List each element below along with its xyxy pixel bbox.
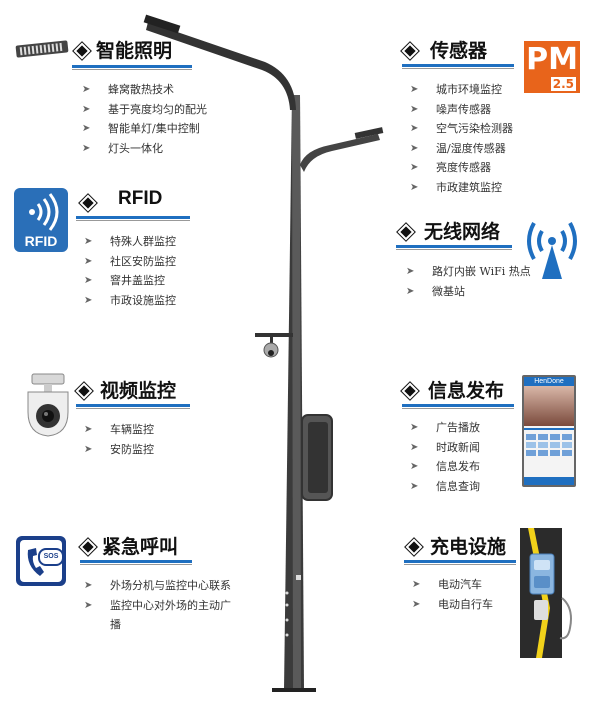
charging-station-icon bbox=[520, 528, 572, 658]
arrow-icon: ➤ bbox=[410, 142, 419, 154]
list-item: ➤空气污染检测器 bbox=[410, 119, 513, 139]
arrow-icon: ➤ bbox=[84, 294, 93, 306]
arrow-icon: ➤ bbox=[82, 123, 91, 134]
arrow-icon: ➤ bbox=[410, 123, 419, 134]
sos-phone-icon: SOS bbox=[16, 536, 66, 586]
title-underline bbox=[404, 560, 516, 565]
list-item: ➤时政新闻 bbox=[410, 438, 480, 458]
list-item: ➤信息发布 bbox=[410, 457, 480, 477]
list-item: ➤市政建筑监控 bbox=[410, 178, 513, 198]
title-underline bbox=[76, 216, 190, 221]
arrow-icon: ➤ bbox=[410, 480, 419, 492]
dome-camera-icon bbox=[27, 373, 69, 437]
title-underline bbox=[396, 245, 512, 250]
smart-lighting-title: 智能照明 bbox=[96, 40, 173, 62]
arrow-icon: ➤ bbox=[82, 84, 91, 95]
arrow-icon: ➤ bbox=[82, 142, 91, 154]
list-item: ➤特殊人群监控 bbox=[84, 232, 176, 252]
list-item: ➤市政设施监控 bbox=[84, 291, 176, 311]
list-item: ➤信息查询 bbox=[410, 477, 480, 497]
main-lamp-arm bbox=[146, 22, 296, 110]
list-item: ➤电动自行车 bbox=[412, 595, 493, 615]
list-item: ➤电动汽车 bbox=[412, 575, 493, 595]
arrow-icon: ➤ bbox=[410, 422, 419, 433]
smart-lighting-icon bbox=[14, 40, 69, 58]
info-display-screen-icon: HenDone bbox=[522, 375, 576, 487]
arrow-icon: ➤ bbox=[84, 275, 93, 286]
arrow-icon: ➤ bbox=[84, 599, 93, 611]
wireless-antenna-icon bbox=[527, 222, 577, 279]
emergency-title: 紧急呼叫 bbox=[102, 536, 179, 558]
list-item: ➤路灯内嵌 WiFi 热点 bbox=[406, 262, 531, 282]
title-underline bbox=[76, 404, 190, 409]
info-list: ➤广告播放 ➤时政新闻 ➤信息发布 ➤信息查询 bbox=[410, 418, 480, 496]
charging-title: 充电设施 bbox=[430, 536, 507, 558]
list-item: ➤外场分机与监控中心联系 bbox=[84, 576, 234, 596]
list-item: ➤噪声传感器 bbox=[410, 100, 513, 120]
arrow-icon: ➤ bbox=[84, 424, 93, 435]
arrow-icon: ➤ bbox=[82, 103, 91, 115]
title-underline bbox=[80, 560, 192, 565]
arrow-icon: ➤ bbox=[84, 255, 93, 267]
title-underline bbox=[402, 64, 514, 69]
sensor-title: 传感器 bbox=[430, 40, 488, 62]
arrow-icon: ➤ bbox=[410, 84, 419, 95]
arrow-icon: ➤ bbox=[84, 443, 93, 455]
list-item: ➤微基站 bbox=[406, 282, 531, 302]
sensor-list: ➤城市环境监控 ➤噪声传感器 ➤空气污染检测器 ➤温/湿度传感器 ➤亮度传感器 … bbox=[410, 80, 513, 197]
list-item: ➤安防监控 bbox=[84, 440, 154, 460]
rfid-icon: RFID bbox=[14, 188, 68, 252]
list-item: ➤城市环境监控 bbox=[410, 80, 513, 100]
list-item: ➤基于亮度均匀的配光 bbox=[82, 100, 207, 120]
charging-list: ➤电动汽车 ➤电动自行车 bbox=[412, 575, 493, 614]
arrow-icon: ➤ bbox=[412, 598, 421, 610]
video-list: ➤车辆监控 ➤安防监控 bbox=[84, 420, 154, 459]
title-underline bbox=[72, 65, 192, 70]
list-item: ➤温/湿度传感器 bbox=[410, 139, 513, 159]
list-item: ➤蜂窝散热技术 bbox=[82, 80, 207, 100]
arrow-icon: ➤ bbox=[410, 181, 419, 193]
list-item: ➤智能单灯/集中控制 bbox=[82, 119, 207, 139]
wireless-title: 无线网络 bbox=[424, 221, 501, 243]
list-item: ➤车辆监控 bbox=[84, 420, 154, 440]
list-item: ➤社区安防监控 bbox=[84, 252, 176, 272]
list-item: ➤监控中心对外场的主动广播 bbox=[84, 596, 234, 635]
arrow-icon: ➤ bbox=[406, 285, 415, 297]
rfid-list: ➤特殊人群监控 ➤社区安防监控 ➤窨井盖监控 ➤市政设施监控 bbox=[84, 232, 176, 310]
arrow-icon: ➤ bbox=[410, 103, 419, 115]
arrow-icon: ➤ bbox=[410, 461, 419, 472]
wireless-list: ➤路灯内嵌 WiFi 热点 ➤微基站 bbox=[406, 262, 531, 301]
arrow-icon: ➤ bbox=[410, 441, 419, 453]
pm25-icon: PM 2.5 bbox=[524, 41, 580, 93]
info-title: 信息发布 bbox=[428, 380, 505, 402]
list-item: ➤亮度传感器 bbox=[410, 158, 513, 178]
arrow-icon: ➤ bbox=[412, 579, 421, 590]
arrow-icon: ➤ bbox=[84, 580, 93, 591]
arrow-icon: ➤ bbox=[84, 236, 93, 247]
emergency-list: ➤外场分机与监控中心联系 ➤监控中心对外场的主动广播 bbox=[84, 576, 234, 635]
secondary-lamp-arm bbox=[300, 134, 380, 172]
video-title: 视频监控 bbox=[100, 380, 177, 402]
rfid-title: RFID bbox=[118, 188, 163, 209]
arrow-icon: ➤ bbox=[406, 266, 415, 277]
list-item: ➤广告播放 bbox=[410, 418, 480, 438]
list-item: ➤灯头一体化 bbox=[82, 139, 207, 159]
title-underline bbox=[402, 404, 514, 409]
list-item: ➤窨井盖监控 bbox=[84, 271, 176, 291]
smart-lighting-list: ➤蜂窝散热技术 ➤基于亮度均匀的配光 ➤智能单灯/集中控制 ➤灯头一体化 bbox=[82, 80, 207, 158]
arrow-icon: ➤ bbox=[410, 162, 419, 173]
